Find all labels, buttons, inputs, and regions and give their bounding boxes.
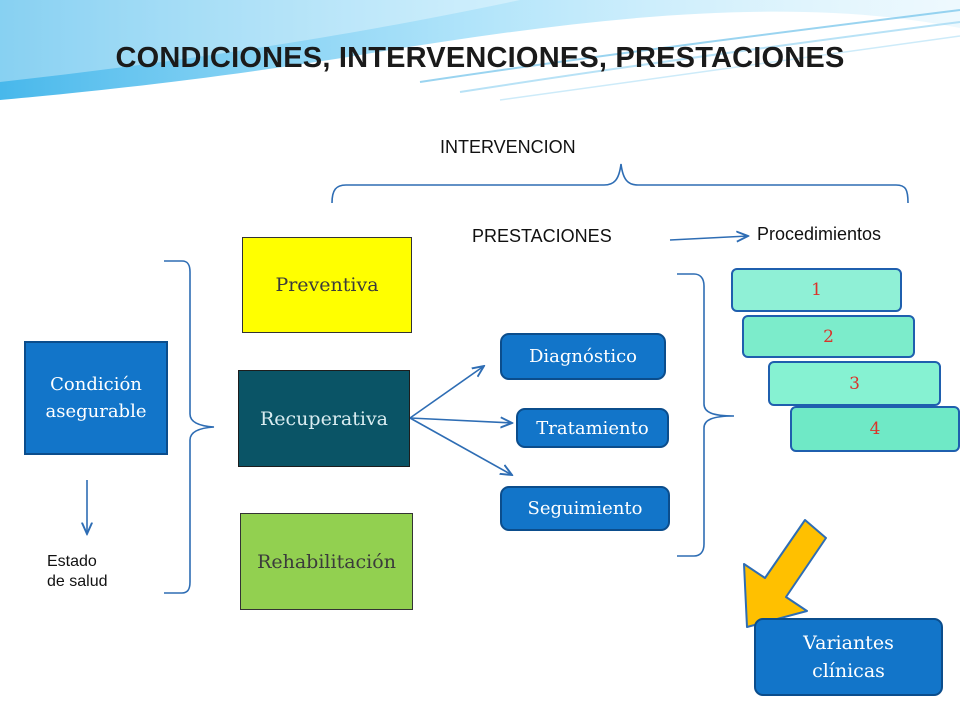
- arrow-to-tratamiento: [409, 418, 512, 423]
- condicion-asegurable-box: Condición asegurable: [24, 341, 168, 455]
- estado-line-2: de salud: [47, 573, 108, 590]
- intervencion-brace: [331, 163, 909, 204]
- prestaciones-label: PRESTACIONES: [472, 226, 612, 246]
- condicion-line-1: Condición: [50, 374, 142, 395]
- wave-line-1: [419, 9, 960, 83]
- wave-line-3: [499, 35, 960, 101]
- tratamiento-box: Tratamiento: [516, 408, 669, 448]
- wave-line-2: [459, 21, 960, 93]
- left-brace: [164, 260, 215, 594]
- right-brace: [677, 273, 735, 557]
- arrow-to-diagnostico: [409, 366, 484, 419]
- condicion-line-2: asegurable: [45, 401, 147, 422]
- slide-title: CONDICIONES, INTERVENCIONES, PRESTACIONE…: [115, 42, 845, 74]
- procedimiento-2: 2: [742, 315, 915, 358]
- prestaciones-arrow: [669, 236, 748, 240]
- arrow-to-seguimiento: [409, 417, 512, 475]
- rehabilitacion-box: Rehabilitación: [240, 513, 413, 610]
- diagnostico-box: Diagnóstico: [500, 333, 666, 380]
- preventiva-box: Preventiva: [242, 237, 412, 333]
- intervencion-label: INTERVENCION: [440, 137, 576, 157]
- recuperativa-box: Recuperativa: [238, 370, 410, 467]
- variantes-line-2: clínicas: [812, 660, 885, 682]
- variantes-clinicas-box: Variantes clínicas: [754, 618, 943, 696]
- variantes-line-1: Variantes: [803, 632, 894, 654]
- wave-highlight: [0, 0, 520, 82]
- wave-top: [0, 0, 960, 100]
- procedimiento-4: 4: [790, 406, 960, 452]
- procedimientos-label: Procedimientos: [757, 224, 882, 244]
- procedimiento-1: 1: [731, 268, 902, 312]
- variantes-arrow-icon: [743, 519, 827, 628]
- estado-line-1: Estado: [47, 553, 97, 570]
- procedimiento-3: 3: [768, 361, 941, 406]
- seguimiento-box: Seguimiento: [500, 486, 670, 531]
- estado-de-salud-label: Estado de salud: [47, 552, 108, 592]
